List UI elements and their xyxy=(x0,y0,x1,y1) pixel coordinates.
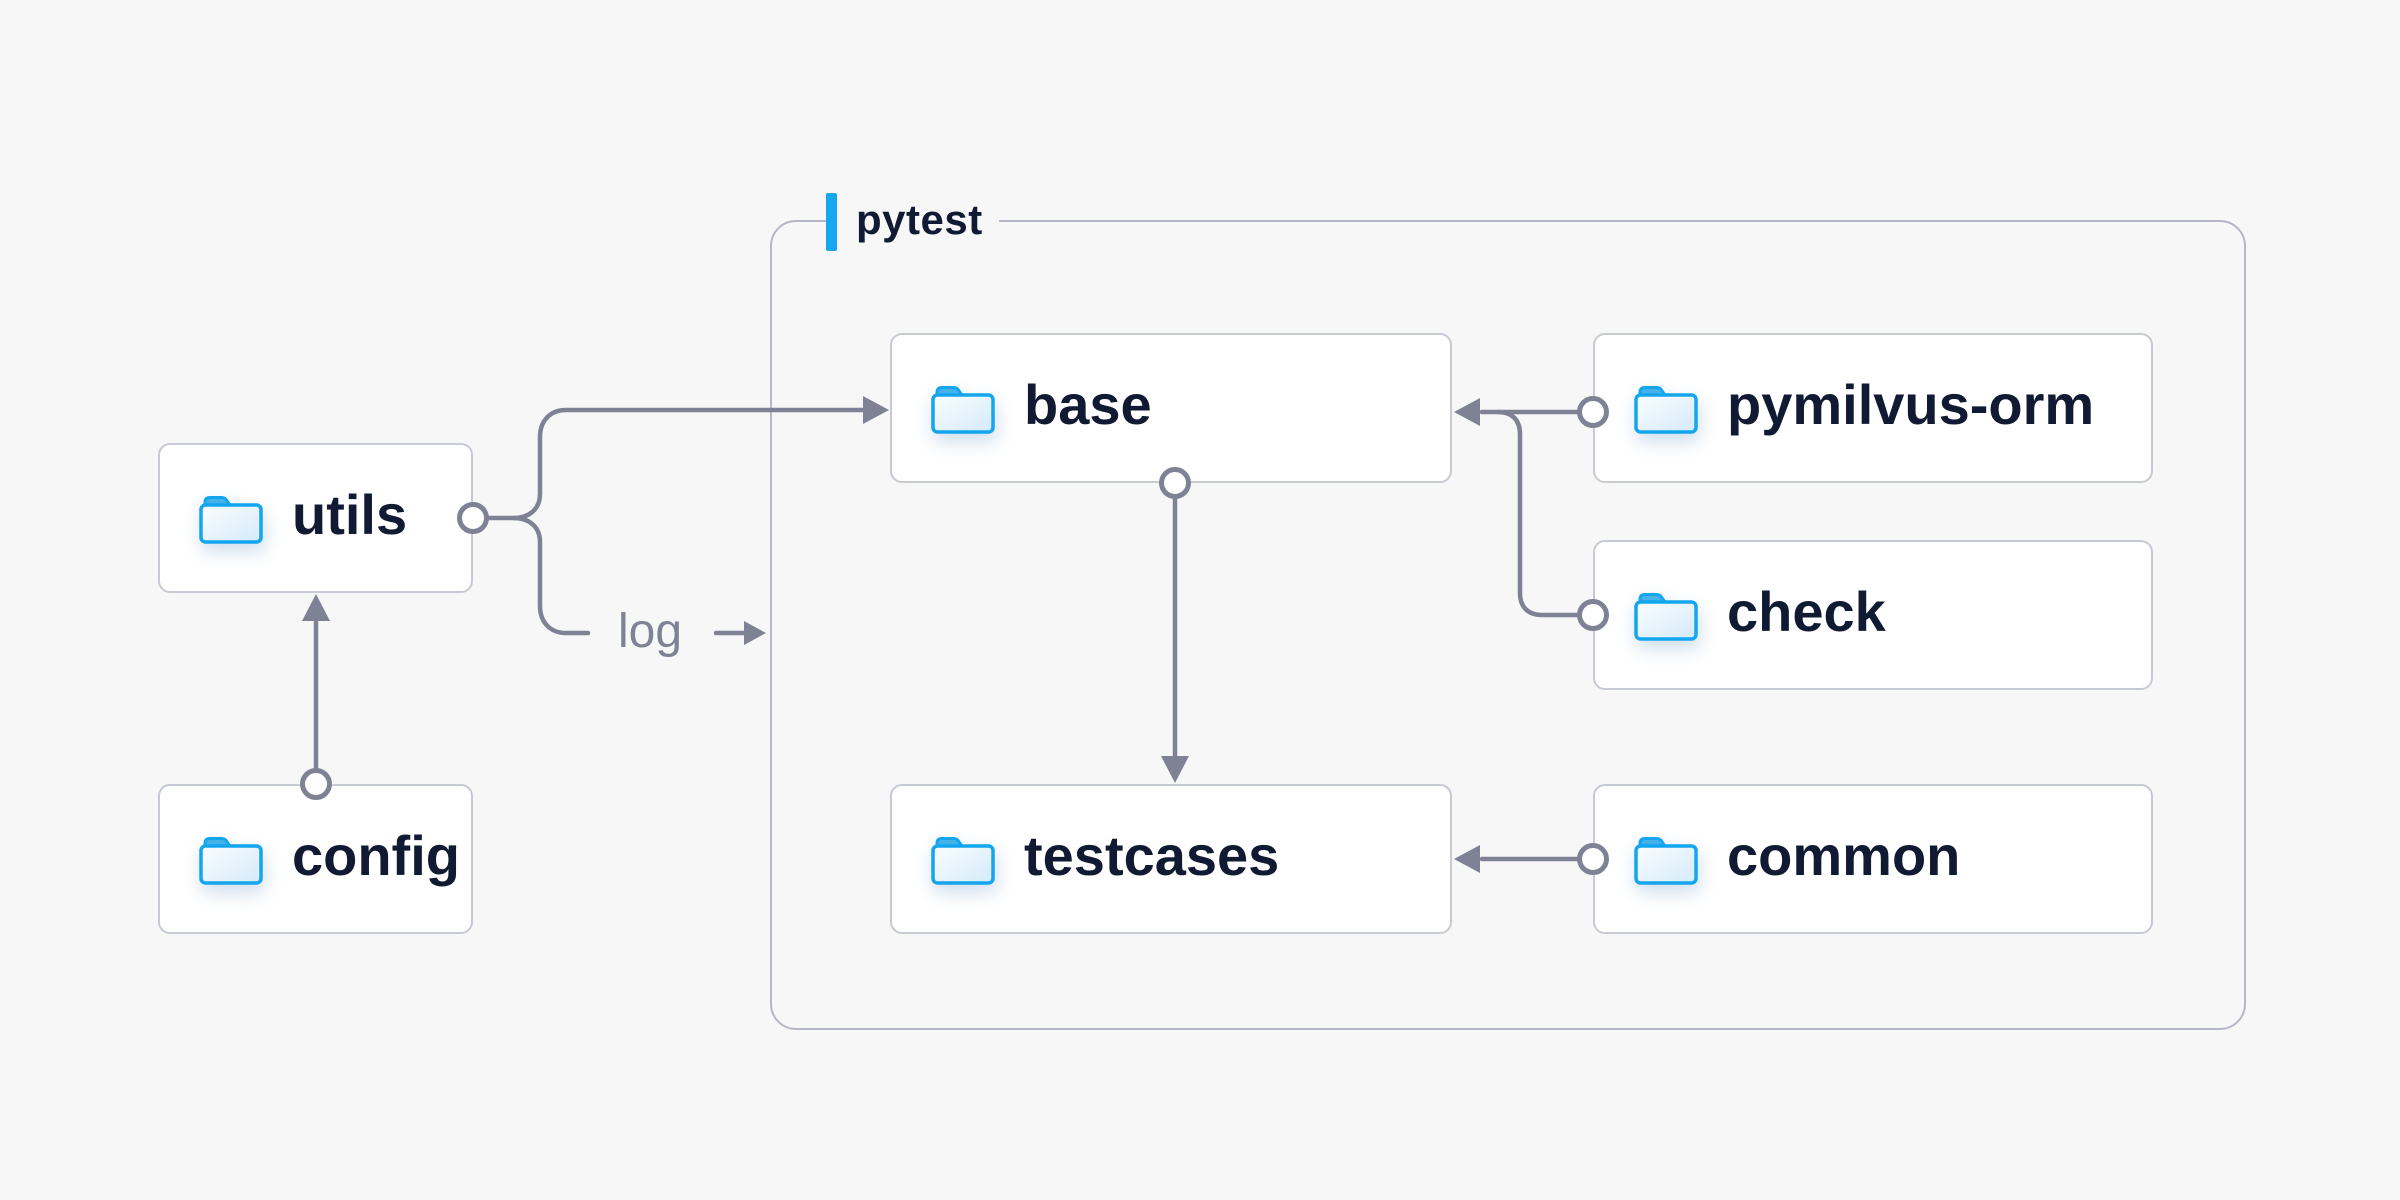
node-testcases-label: testcases xyxy=(1024,824,1280,887)
folder-icon xyxy=(198,832,264,886)
node-testcases: testcases xyxy=(890,784,1452,934)
folder-icon xyxy=(930,832,996,886)
folder-icon xyxy=(1633,588,1699,642)
edge-config-utils xyxy=(300,594,332,800)
pytest-group-box: pytest xyxy=(770,189,2246,1030)
pytest-group-label: pytest xyxy=(826,189,999,255)
node-pymilvus-orm: pymilvus-orm xyxy=(1593,333,2153,483)
node-common: common xyxy=(1593,784,2153,934)
folder-icon xyxy=(1633,832,1699,886)
node-check-label: check xyxy=(1727,580,1886,643)
folder-icon xyxy=(198,491,264,545)
folder-icon xyxy=(930,381,996,435)
node-config: config xyxy=(158,784,473,934)
node-common-label: common xyxy=(1727,824,1961,887)
accent-bar-icon xyxy=(826,193,837,251)
node-utils-label: utils xyxy=(292,483,408,546)
node-base: base xyxy=(890,333,1452,483)
pytest-group-title: pytest xyxy=(856,196,983,243)
node-config-label: config xyxy=(292,824,460,887)
node-utils: utils xyxy=(158,443,473,593)
folder-icon xyxy=(1633,381,1699,435)
node-base-label: base xyxy=(1024,373,1152,436)
node-pymilvus-orm-label: pymilvus-orm xyxy=(1727,373,2095,436)
edge-label-log: log xyxy=(617,605,683,658)
node-check: check xyxy=(1593,540,2153,690)
